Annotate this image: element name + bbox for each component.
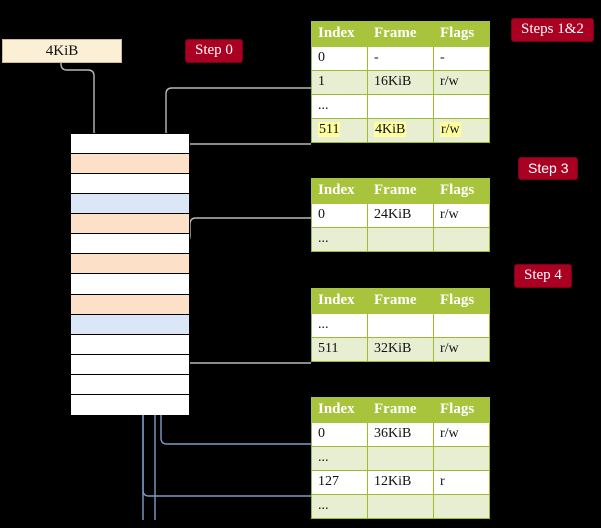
memory-row <box>71 254 189 275</box>
table-cell-frame: 24KiB <box>367 202 434 228</box>
table-cell-flags: r/w <box>433 421 490 447</box>
memory-row <box>71 154 189 175</box>
memory-row <box>71 274 189 295</box>
memory-row <box>71 174 189 195</box>
memory-row <box>71 314 189 335</box>
wire-l3-row0-to-memory <box>170 217 311 264</box>
table-cell-flags <box>433 312 490 338</box>
memory-row <box>71 354 189 375</box>
table-row[interactable]: ... <box>311 493 490 519</box>
badge-step-3: Step 3 <box>519 158 578 180</box>
column-header-frame: Frame <box>367 21 434 47</box>
table-cell-frame: 16KiB <box>367 69 434 95</box>
column-header-index: Index <box>311 288 368 314</box>
column-header-frame: Frame <box>367 178 434 204</box>
table-cell-index: 1 <box>311 69 368 95</box>
table-cell-flags: r/w <box>433 336 490 362</box>
memory-row <box>71 134 189 155</box>
memory-column <box>70 133 190 415</box>
column-header-flags: Flags <box>433 288 490 314</box>
column-header-index: Index <box>311 178 368 204</box>
table-cell-frame: 4KiB <box>367 117 434 143</box>
table-row[interactable]: 0-- <box>311 45 490 71</box>
frame-4kib-box: 4KiB <box>2 39 122 63</box>
column-header-index: Index <box>311 397 368 423</box>
highlighted-value: 4KiB <box>374 121 407 137</box>
table-cell-flags: r <box>433 469 490 495</box>
table-cell-frame: 36KiB <box>367 421 434 447</box>
table-cell-frame: - <box>367 45 434 71</box>
memory-row <box>71 394 189 415</box>
table-cell-frame <box>367 93 434 119</box>
table-cell-frame <box>367 445 434 471</box>
table-cell-index: ... <box>311 93 368 119</box>
table-cell-index: ... <box>311 226 368 252</box>
table-cell-index: 0 <box>311 45 368 71</box>
column-header-frame: Frame <box>367 397 434 423</box>
table-cell-flags <box>433 445 490 471</box>
table-cell-index: 0 <box>311 421 368 447</box>
table-cell-index: 127 <box>311 469 368 495</box>
column-header-flags: Flags <box>433 397 490 423</box>
table-cell-index: 511 <box>311 117 368 143</box>
memory-row <box>71 234 189 255</box>
table-cell-index: 511 <box>311 336 368 362</box>
wire-l1-row127-to-memory <box>142 414 311 497</box>
table-cell-index: 0 <box>311 202 368 228</box>
table-row[interactable]: ... <box>311 93 490 119</box>
badge-step-0: Step 0 <box>186 40 242 63</box>
table-cell-index: ... <box>311 493 368 519</box>
table-row[interactable]: ... <box>311 226 490 252</box>
table-cell-flags <box>433 493 490 519</box>
table-cell-flags: r/w <box>433 69 490 95</box>
table-cell-frame <box>367 312 434 338</box>
table-cell-index: ... <box>311 445 368 471</box>
column-header-flags: Flags <box>433 178 490 204</box>
table-cell-flags: r/w <box>433 202 490 228</box>
wire-l1-row0-to-memory <box>160 414 311 445</box>
table-cell-frame: 32KiB <box>367 336 434 362</box>
table-row[interactable]: ... <box>311 445 490 471</box>
table-cell-index: ... <box>311 312 368 338</box>
table-cell-flags: r/w <box>433 117 490 143</box>
table-cell-frame: 12KiB <box>367 469 434 495</box>
table-cell-frame <box>367 493 434 519</box>
badge-steps-1-2: Steps 1&2 <box>512 19 593 42</box>
memory-row <box>71 294 189 315</box>
highlighted-value: r/w <box>440 121 461 137</box>
column-header-frame: Frame <box>367 288 434 314</box>
memory-row <box>71 334 189 355</box>
table-row[interactable]: ... <box>311 312 490 338</box>
column-header-flags: Flags <box>433 21 490 47</box>
column-header-index: Index <box>311 21 368 47</box>
table-row[interactable]: 511 4KiB r/w <box>311 117 490 143</box>
highlighted-value: 511 <box>318 121 341 137</box>
table-cell-flags <box>433 226 490 252</box>
memory-row <box>71 214 189 235</box>
table-cell-flags <box>433 93 490 119</box>
table-cell-frame <box>367 226 434 252</box>
wire-l2-row511-to-memory <box>177 300 311 364</box>
table-cell-flags: - <box>433 45 490 71</box>
memory-row <box>71 374 189 395</box>
memory-row <box>71 194 189 215</box>
badge-step-4: Step 4 <box>515 265 571 288</box>
frame-4kib-label: 4KiB <box>45 42 79 59</box>
